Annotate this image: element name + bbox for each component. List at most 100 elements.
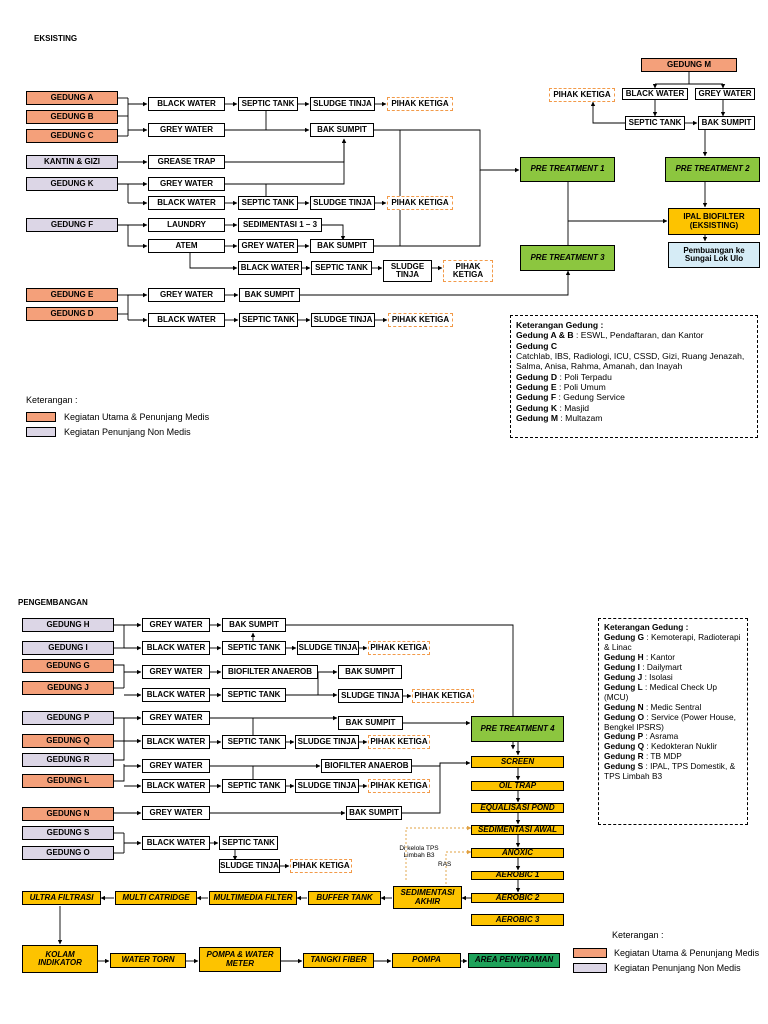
node-dev-black-water-3[interactable]: BLACK WATER: [142, 735, 210, 749]
node-grease-trap[interactable]: GREASE TRAP: [148, 155, 225, 169]
node-screen[interactable]: SCREEN: [471, 756, 564, 768]
node-pre-treatment-3[interactable]: PRE TREATMENT 3: [520, 245, 615, 271]
node-pihak-ketiga-2[interactable]: PIHAK KETIGA: [387, 196, 453, 210]
node-sludge-tinja-1[interactable]: SLUDGE TINJA: [310, 97, 375, 111]
node-black-water-2[interactable]: BLACK WATER: [148, 196, 225, 210]
node-sedimentasi-akhir[interactable]: SEDIMENTASI AKHIR: [393, 886, 462, 909]
node-sludge-tinja-2[interactable]: SLUDGE TINJA: [310, 196, 375, 210]
node-septic-tank-1[interactable]: SEPTIC TANK: [238, 97, 298, 111]
node-gedung-a[interactable]: GEDUNG A: [26, 91, 118, 105]
node-dev-black-water-5[interactable]: BLACK WATER: [142, 836, 210, 850]
node-gedung-g[interactable]: GEDUNG G: [22, 659, 114, 673]
node-pembuangan[interactable]: Pembuangan ke Sungai Lok Ulo: [668, 242, 760, 268]
node-dev-septic-tank-5[interactable]: SEPTIC TANK: [219, 836, 278, 850]
node-sedimentasi-awal[interactable]: SEDIMENTASI AWAL: [471, 825, 564, 835]
node-pihak-ketiga-4[interactable]: PIHAK KETIGA: [388, 313, 453, 327]
node-pihak-ketiga-1[interactable]: PIHAK KETIGA: [387, 97, 453, 111]
node-black-water-3[interactable]: BLACK WATER: [238, 261, 302, 275]
node-bak-sumpit-m[interactable]: BAK SUMPIT: [698, 116, 755, 130]
node-area-penyiraman[interactable]: AREA PENYIRAMAN: [468, 953, 560, 968]
node-black-water-4[interactable]: BLACK WATER: [148, 313, 225, 327]
node-gedung-i[interactable]: GEDUNG I: [22, 641, 114, 655]
node-kantin-gizi[interactable]: KANTIN & GIZI: [26, 155, 118, 169]
node-dev-sludge-tinja-3[interactable]: SLUDGE TINJA: [295, 735, 359, 749]
node-dev-pihak-ketiga-5[interactable]: PIHAK KETIGA: [290, 859, 352, 873]
node-dev-sludge-tinja-4[interactable]: SLUDGE TINJA: [295, 779, 359, 793]
node-dev-black-water-1[interactable]: BLACK WATER: [142, 641, 210, 655]
node-dev-bak-sumpit-4[interactable]: BAK SUMPIT: [346, 806, 402, 820]
node-ipal-biofilter[interactable]: IPAL BIOFILTER (EKSISTING): [668, 208, 760, 235]
node-gedung-p[interactable]: GEDUNG P: [22, 711, 114, 725]
node-dev-grey-water-1[interactable]: GREY WATER: [142, 618, 210, 632]
node-dev-septic-tank-1[interactable]: SEPTIC TANK: [222, 641, 286, 655]
node-dev-pihak-ketiga-3[interactable]: PIHAK KETIGA: [368, 735, 430, 749]
node-sedimentasi[interactable]: SEDIMENTASI 1 – 3: [238, 218, 322, 232]
node-multi-catridge[interactable]: MULTI CATRIDGE: [115, 891, 197, 905]
node-grey-water-2[interactable]: GREY WATER: [148, 177, 225, 191]
node-septic-tank-3[interactable]: SEPTIC TANK: [311, 261, 372, 275]
node-gedung-q[interactable]: GEDUNG Q: [22, 734, 114, 748]
node-aerobic-2[interactable]: AEROBIC 2: [471, 893, 564, 903]
node-grey-water-m[interactable]: GREY WATER: [695, 88, 755, 100]
node-dev-septic-tank-3[interactable]: SEPTIC TANK: [222, 735, 286, 749]
node-septic-tank-m[interactable]: SEPTIC TANK: [625, 116, 685, 130]
node-gedung-m[interactable]: GEDUNG M: [641, 58, 737, 72]
node-dev-grey-water-5[interactable]: GREY WATER: [142, 806, 210, 820]
node-ultra-filtrasi[interactable]: ULTRA FILTRASI: [22, 891, 101, 905]
node-gedung-o[interactable]: GEDUNG O: [22, 846, 114, 860]
node-dev-bak-sumpit-3[interactable]: BAK SUMPIT: [338, 716, 403, 730]
node-gedung-k[interactable]: GEDUNG K: [26, 177, 118, 191]
node-septic-tank-4[interactable]: SEPTIC TANK: [239, 313, 298, 327]
node-tangki-fiber[interactable]: TANGKI FIBER: [303, 953, 374, 968]
node-bak-sumpit-3[interactable]: BAK SUMPIT: [239, 288, 300, 302]
node-gedung-r[interactable]: GEDUNG R: [22, 753, 114, 767]
node-multimedia-filter[interactable]: MULTIMEDIA FILTER: [209, 891, 297, 905]
node-pre-treatment-2[interactable]: PRE TREATMENT 2: [665, 157, 760, 182]
node-pre-treatment-4[interactable]: PRE TREATMENT 4: [471, 716, 564, 742]
node-dev-pihak-ketiga-1[interactable]: PIHAK KETIGA: [368, 641, 430, 655]
node-dev-bak-sumpit-1[interactable]: BAK SUMPIT: [222, 618, 286, 632]
node-grey-water-1[interactable]: GREY WATER: [148, 123, 225, 137]
node-black-water-m[interactable]: BLACK WATER: [622, 88, 688, 100]
node-gedung-d[interactable]: GEDUNG D: [26, 307, 118, 321]
node-gedung-c[interactable]: GEDUNG C: [26, 129, 118, 143]
node-dev-biofilter-1[interactable]: BIOFILTER ANAEROB: [222, 665, 318, 679]
node-aerobic-1[interactable]: AEROBIC 1: [471, 871, 564, 880]
node-water-torn[interactable]: WATER TORN: [110, 953, 186, 968]
node-gedung-l[interactable]: GEDUNG L: [22, 774, 114, 788]
node-dev-biofilter-2[interactable]: BIOFILTER ANAEROB: [321, 759, 412, 773]
node-dev-sludge-tinja-5[interactable]: SLUDGE TINJA: [219, 859, 280, 873]
node-pompa[interactable]: POMPA: [392, 953, 461, 968]
node-dev-sludge-tinja-1[interactable]: SLUDGE TINJA: [297, 641, 359, 655]
node-gedung-j[interactable]: GEDUNG J: [22, 681, 114, 695]
node-black-water-1[interactable]: BLACK WATER: [148, 97, 225, 111]
node-dev-sludge-tinja-2[interactable]: SLUDGE TINJA: [338, 689, 403, 703]
node-dev-septic-tank-4[interactable]: SEPTIC TANK: [222, 779, 286, 793]
node-gedung-f[interactable]: GEDUNG F: [26, 218, 118, 232]
node-pompa-water-meter[interactable]: POMPA & WATER METER: [199, 947, 281, 972]
node-atem[interactable]: ATEM: [148, 239, 225, 253]
node-laundry[interactable]: LAUNDRY: [148, 218, 225, 232]
node-septic-tank-2[interactable]: SEPTIC TANK: [238, 196, 298, 210]
node-sludge-tinja-3[interactable]: SLUDGE TINJA: [383, 260, 432, 282]
node-aerobic-3[interactable]: AEROBIC 3: [471, 914, 564, 926]
node-gedung-e[interactable]: GEDUNG E: [26, 288, 118, 302]
node-pre-treatment-1[interactable]: PRE TREATMENT 1: [520, 157, 615, 182]
node-bak-sumpit-1[interactable]: BAK SUMPIT: [310, 123, 374, 137]
node-pihak-ketiga-m[interactable]: PIHAK KETIGA: [549, 88, 615, 102]
node-dev-pihak-ketiga-4[interactable]: PIHAK KETIGA: [368, 779, 430, 793]
node-dev-septic-tank-2[interactable]: SEPTIC TANK: [222, 688, 286, 702]
node-kolam-indikator[interactable]: KOLAM INDIKATOR: [22, 945, 98, 973]
node-equalisasi-pond[interactable]: EQUALISASI POND: [471, 803, 564, 813]
node-pihak-ketiga-3[interactable]: PIHAK KETIGA: [443, 260, 493, 282]
node-gedung-s[interactable]: GEDUNG S: [22, 826, 114, 840]
node-gedung-h[interactable]: GEDUNG H: [22, 618, 114, 632]
node-gedung-b[interactable]: GEDUNG B: [26, 110, 118, 124]
node-dev-black-water-4[interactable]: BLACK WATER: [142, 779, 210, 793]
node-gedung-n[interactable]: GEDUNG N: [22, 807, 114, 821]
node-buffer-tank[interactable]: BUFFER TANK: [308, 891, 381, 905]
node-dev-pihak-ketiga-2[interactable]: PIHAK KETIGA: [412, 689, 474, 703]
node-bak-sumpit-2[interactable]: BAK SUMPIT: [310, 239, 374, 253]
node-dev-grey-water-3[interactable]: GREY WATER: [142, 711, 210, 725]
node-oil-trap[interactable]: OIL TRAP: [471, 781, 564, 791]
